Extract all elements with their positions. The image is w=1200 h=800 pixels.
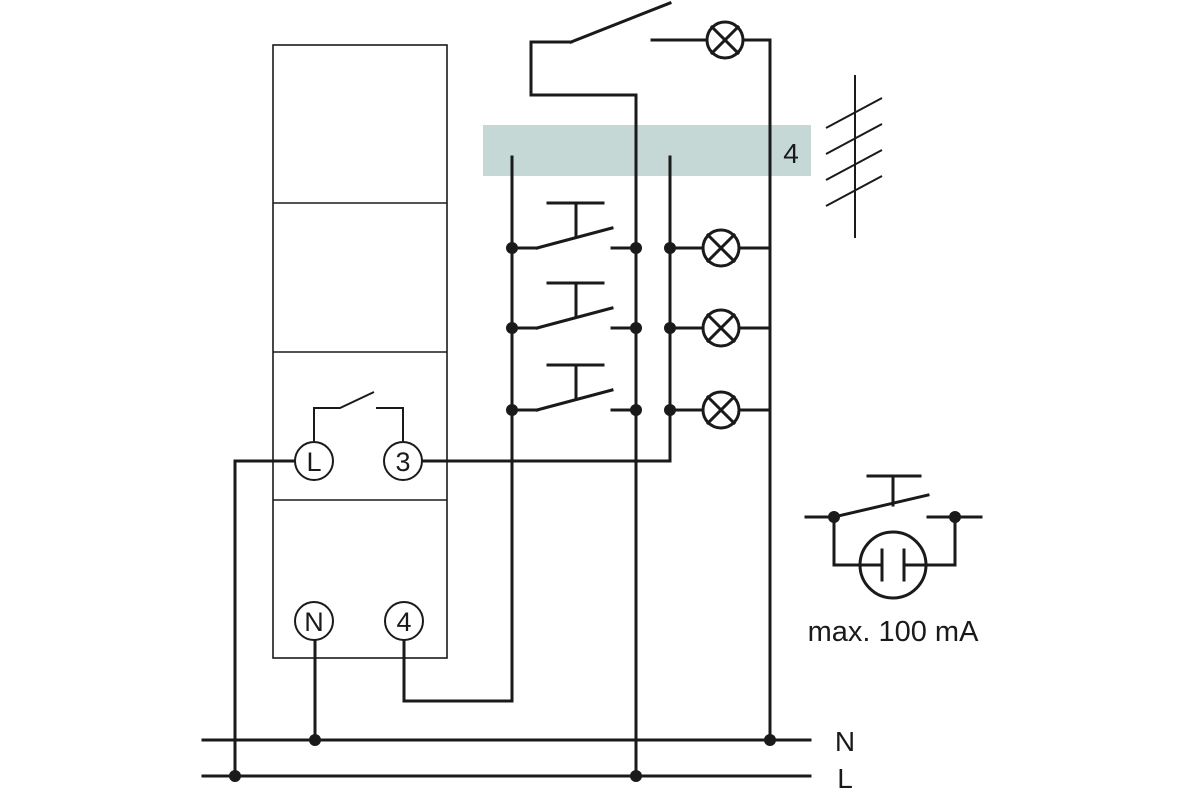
device-module xyxy=(272,44,448,659)
junction-dots xyxy=(229,242,776,782)
terminal-L: L xyxy=(294,441,334,481)
lamp-top-icon xyxy=(705,20,745,60)
terminal-3-label: 3 xyxy=(395,447,410,477)
terminal-4-label: 4 xyxy=(396,607,411,637)
terminal-N-label: N xyxy=(304,607,324,637)
pushbutton-1-icon xyxy=(510,201,638,250)
lamp-1-icon xyxy=(701,228,741,268)
pushbutton-3-icon xyxy=(510,363,638,412)
bus-label-live: L xyxy=(837,763,853,794)
legend-illuminated-pushbutton-icon xyxy=(804,474,983,600)
internal-relay-contact-icon xyxy=(313,391,404,441)
lamp-3-icon xyxy=(701,390,741,430)
legend-note: max. 100 mA xyxy=(808,616,979,648)
lamp-2-icon xyxy=(701,308,741,348)
cable-core-count: 4 xyxy=(783,138,799,169)
wiring xyxy=(201,1,812,778)
terminal-3: 3 xyxy=(383,441,423,481)
terminal-N: N xyxy=(294,601,334,641)
terminal-4: 4 xyxy=(384,601,424,641)
pushbutton-2-icon xyxy=(510,281,638,330)
bus-label-neutral: N xyxy=(835,726,855,757)
cable-band xyxy=(483,125,811,176)
cable-hatch-icon xyxy=(825,75,883,238)
terminal-L-label: L xyxy=(306,447,321,477)
